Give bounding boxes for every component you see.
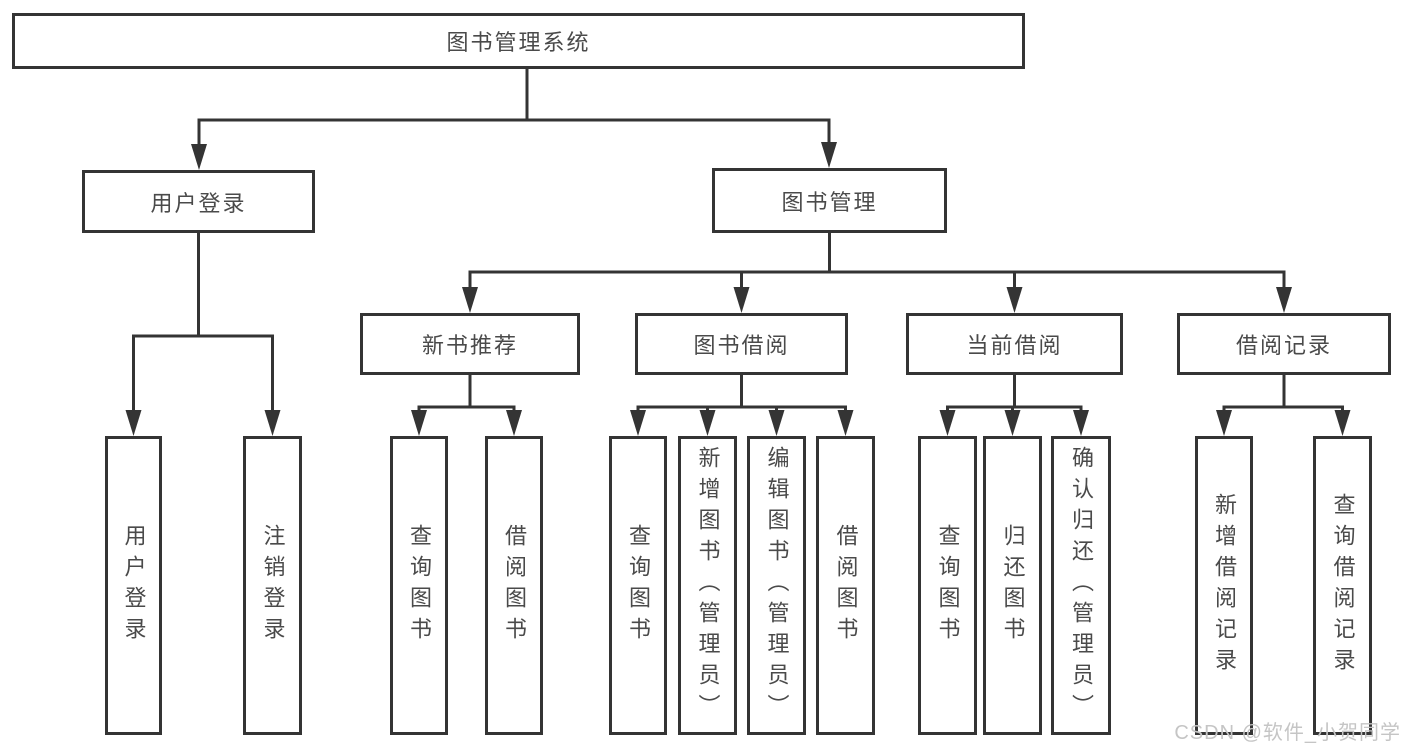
branch-book-management: 图书管理 (712, 168, 947, 233)
arrowhead-icon (462, 287, 478, 313)
arrowhead-icon (733, 287, 750, 313)
leaf-user-login: 用户登录 (105, 436, 162, 735)
arrowhead-icon (630, 410, 646, 436)
arrowhead-icon (191, 144, 207, 170)
arrowhead-icon (1006, 287, 1023, 313)
node-label: 借阅图书 (502, 523, 527, 648)
node-label: 确认归还（管理员） (1069, 446, 1094, 725)
node-label: 图书借阅 (693, 333, 790, 358)
node-label: 图书管理 (781, 189, 878, 215)
arrowhead-icon (1334, 410, 1351, 436)
leaf-borrow-books-borrowing: 借阅图书 (816, 436, 875, 735)
leaf-add-books-admin: 新增图书（管理员） (678, 436, 737, 735)
leaf-confirm-return-admin: 确认归还（管理员） (1051, 436, 1111, 735)
arrowhead-icon (1276, 287, 1292, 313)
node-book-borrowing: 图书借阅 (635, 313, 848, 375)
node-label: 新增图书（管理员） (695, 446, 721, 725)
arrowhead-icon (264, 410, 281, 436)
arrowhead-icon (821, 142, 837, 168)
arrowhead-icon (699, 410, 716, 436)
arrowhead-icon (411, 410, 427, 436)
node-label: 新增借阅记录 (1212, 492, 1237, 679)
node-label: 用户登录 (150, 190, 247, 216)
leaf-query-borrow-record: 查询借阅记录 (1313, 436, 1372, 735)
node-label: 注销登录 (260, 523, 286, 648)
node-label: 查询借阅记录 (1330, 492, 1356, 679)
node-label: 查询图书 (626, 523, 651, 648)
arrowhead-icon (837, 410, 854, 436)
branch-user-login: 用户登录 (82, 170, 315, 233)
leaf-borrow-books-recommend: 借阅图书 (485, 436, 543, 735)
node-borrowing-records: 借阅记录 (1177, 313, 1391, 375)
arrowhead-icon (1004, 410, 1021, 436)
node-label: 新书推荐 (421, 333, 518, 358)
node-label: 编辑图书（管理员） (764, 446, 790, 725)
arrowhead-icon (506, 410, 522, 436)
root-library-management-system: 图书管理系统 (12, 13, 1025, 69)
node-new-book-recommendation: 新书推荐 (360, 313, 580, 375)
arrowhead-icon (1073, 410, 1089, 436)
leaf-query-books-current: 查询图书 (918, 436, 977, 735)
arrowhead-icon (125, 410, 142, 436)
node-label: 借阅图书 (833, 523, 859, 648)
leaf-logout: 注销登录 (243, 436, 302, 735)
arrowhead-icon (1216, 410, 1232, 436)
node-label: 用户登录 (121, 523, 147, 648)
node-label: 查询图书 (935, 523, 961, 648)
arrowhead-icon (939, 410, 956, 436)
leaf-add-borrow-record: 新增借阅记录 (1195, 436, 1253, 735)
leaf-query-books-borrowing: 查询图书 (609, 436, 667, 735)
arrowhead-icon (768, 410, 785, 436)
node-label: 借阅记录 (1235, 333, 1332, 358)
node-label: 图书管理系统 (446, 30, 591, 55)
node-current-borrowing: 当前借阅 (906, 313, 1123, 375)
leaf-return-books: 归还图书 (983, 436, 1042, 735)
node-label: 当前借阅 (966, 333, 1063, 358)
leaf-edit-books-admin: 编辑图书（管理员） (747, 436, 806, 735)
node-label: 查询图书 (407, 523, 432, 648)
node-label: 归还图书 (1000, 523, 1026, 648)
leaf-query-books-recommend: 查询图书 (390, 436, 448, 735)
watermark-text: CSDN @软件_小贺同学 (1174, 722, 1401, 744)
